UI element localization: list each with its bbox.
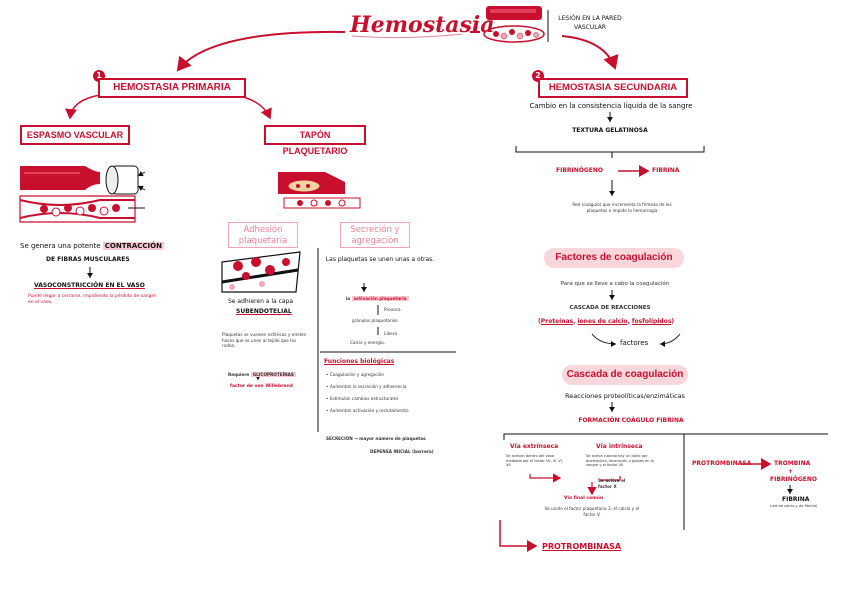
para-que-text: Para que se lleve a cabo la coagulación (560, 281, 670, 287)
hemostasia-primaria-box: HEMOSTASIA PRIMARIA (98, 78, 246, 98)
plus-text: + (788, 468, 794, 475)
cascada-coagulacion-pill: Cascada de coagulación (562, 365, 688, 385)
via-final-note: Va unido el factor plaquetario 3, el cal… (544, 506, 640, 517)
fosfolipidos-text: fosfolípidos (631, 318, 672, 325)
fibrina-text: FIBRINA (652, 167, 680, 174)
funcion-item-2: • Aumentan la secreción y adherencia (326, 384, 407, 389)
tapon-illustration (278, 172, 361, 209)
la-text: la (346, 296, 351, 301)
libera-text: Libera (384, 331, 398, 336)
activacion-text: activación plaquetaria (351, 296, 409, 301)
funcion-text-2: Aumentan la secreción y adherencia (329, 384, 407, 389)
activacion-line: la activación plaquetaria (346, 296, 409, 302)
fibrinogeno-right-text: FIBRINÓGENO (770, 476, 818, 483)
depende-line: DEPENSA INICIAL (barrera) (370, 449, 434, 454)
fibrina-right-text: FIBRINA (782, 496, 810, 503)
via-intrinseca-title: Vía intrínseca (596, 443, 643, 450)
calcio-text: Calcio y energía. (350, 340, 385, 345)
plaquetas-note: Plaquetas se vuelven esféricas y emiten … (222, 332, 307, 348)
fibrinogeno-text: FIBRINÓGENO (556, 167, 604, 174)
secrecion-line: SECRECIÓN → mayor número de plaquetas (326, 436, 426, 441)
factor-vw-text: factor de von Willebrand (230, 384, 293, 389)
red-coagulo-text: Red (coágulo) que incrementa la firmeza … (572, 202, 672, 213)
subendotelial-text: SUBENDOTELIAL (236, 308, 292, 315)
reacciones-text: Reacciones proteolíticas/enzimáticas (565, 392, 685, 400)
protrombinasa-right-text: PROTROMBINASA (692, 460, 752, 467)
vessel-lesion-illustration (483, 6, 545, 43)
unen-text: Las plaquetas se unen unas a otras. (325, 256, 435, 263)
espasmo-line-1: Se genera una potente CONTRACCIÓN (20, 242, 180, 251)
hemostasia-secundaria-box: HEMOSTASIA SECUNDARIA (538, 78, 688, 98)
via-final-title: Vía final común (564, 496, 604, 501)
tapon-plaquetario-box: TAPÓN PLAQUETARIO (264, 125, 366, 156)
trombina-text: TROMBINA (774, 460, 811, 467)
secrecion-agregacion-box: Secreción y agregación (340, 222, 410, 248)
adhieren-text: Se adhieren a la capa (228, 298, 294, 305)
adhesion-plaquetaria-box: Adhesión plaquetaria (228, 222, 298, 248)
vasoconstriccion-text: VASOCONSTRICCIÓN EN EL VASO (34, 282, 145, 289)
componentes-line: (Proteínas, iones de calcio, fosfolípido… (538, 318, 675, 325)
via-extrinseca-title: Vía extrínseca (510, 443, 559, 450)
formacion-text: FORMACIÓN COÁGULO FIBRINA (578, 417, 684, 424)
contraccion-text: CONTRACCIÓN (102, 242, 164, 250)
funcion-item-3: • Estimulan cambios estructurales (326, 396, 399, 401)
espasmo-note: Puede llegar a cerrarse, impidiendo la p… (28, 294, 156, 305)
iones-text: iones de calcio (577, 318, 628, 325)
protrombinasa-text: PROTROMBINASA (542, 542, 622, 551)
espasmo-vascular-box: ESPASMO VASCULAR (20, 125, 130, 145)
requiere-line: Requiere GLICOPROTEÍNAS (228, 372, 318, 378)
lesion-label: LESIÓN EN LA PARED VASCULAR (558, 15, 622, 31)
funciones-title: Funciones biológicas (324, 358, 395, 365)
factores-coagulacion-pill: Factores de coagulación (544, 248, 684, 268)
requiere-text: Requiere (228, 372, 250, 377)
provoca-text: Provoca (384, 307, 401, 312)
funcion-text-3: Estimulan cambios estructurales (329, 396, 399, 401)
via-intrinseca-note: Se activa cuando hay un daño por quemadu… (586, 454, 654, 467)
fibrina-note: (red de calcio y de fibrina) (770, 504, 818, 508)
funcion-item-4: • Aumentan activación y reclutamiento (326, 408, 409, 413)
se-activa-text: Se activa el factor X (598, 478, 626, 489)
adhesion-illustration (221, 251, 301, 293)
textura-text: TEXTURA GELATINOSA (572, 127, 648, 134)
espasmo-text: Se genera una potente (20, 242, 101, 250)
fibras-musculares-text: DE FIBRAS MUSCULARES (46, 256, 130, 263)
page-title: Hemostasia (350, 12, 495, 38)
funcion-text-4: Aumentan activación y reclutamiento (329, 408, 409, 413)
cambio-text: Cambio en la consistencia líquida de la … (529, 102, 693, 110)
funcion-item-1: • Coagulación y agregación (326, 372, 385, 377)
proteinas-text: Proteínas (540, 318, 574, 325)
granulos-text: gránulos plaquetarios (352, 318, 398, 323)
via-extrinseca-note: Se activan dentro del vaso mediada por e… (506, 454, 563, 467)
cascada-reacciones-text: CASCADA DE REACCIONES (569, 305, 651, 311)
espasmo-illustration (19, 165, 146, 223)
factores-text: factores (620, 339, 649, 347)
glicoproteinas-text: GLICOPROTEÍNAS (250, 372, 296, 377)
funcion-text-1: Coagulación y agregación (329, 372, 385, 377)
